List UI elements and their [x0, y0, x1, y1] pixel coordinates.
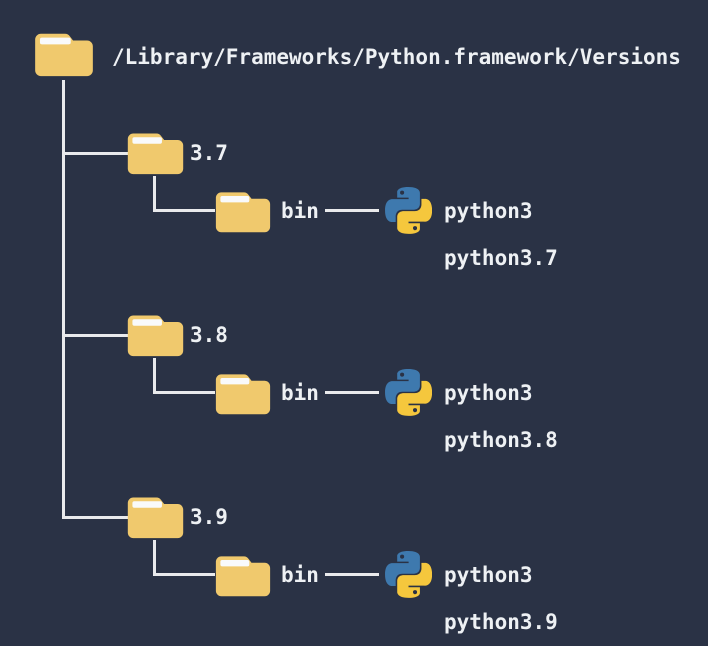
version-folder-icon: [127, 497, 184, 539]
version-block-3-7: 3.7 bin python3 python3.7: [0, 128, 708, 310]
executable-label: python3.8: [444, 428, 558, 452]
bin-label: bin: [281, 563, 319, 587]
version-block-3-8: 3.8 bin python3 python3.8: [0, 310, 708, 492]
executable-label: python3: [444, 381, 533, 405]
bin-label: bin: [281, 381, 319, 405]
version-label: 3.8: [190, 323, 228, 347]
executable-label: python3: [444, 199, 533, 223]
bin-folder-icon: [215, 556, 271, 597]
bin-label: bin: [281, 199, 319, 223]
bin-to-python-connector-line: [325, 209, 379, 212]
sub-branch-vertical-line: [153, 358, 156, 394]
python-logo-icon: [385, 187, 432, 234]
sub-branch-horizontal-line: [153, 573, 215, 576]
executable-label: python3.7: [444, 246, 558, 270]
executable-label: python3: [444, 563, 533, 587]
sub-branch-horizontal-line: [153, 209, 215, 212]
bin-to-python-connector-line: [325, 391, 379, 394]
root-folder-icon: [35, 33, 93, 77]
sub-branch-vertical-line: [153, 176, 156, 212]
python-logo-icon: [385, 369, 432, 416]
python-logo-icon: [385, 551, 432, 598]
bin-folder-icon: [215, 192, 271, 233]
branch-line: [62, 152, 128, 155]
sub-branch-vertical-line: [153, 540, 156, 576]
version-label: 3.9: [190, 505, 228, 529]
version-folder-icon: [127, 315, 184, 357]
version-label: 3.7: [190, 141, 228, 165]
version-folder-icon: [127, 133, 184, 175]
branch-line: [62, 516, 128, 519]
version-block-3-9: 3.9 bin python3 python3.9: [0, 492, 708, 646]
sub-branch-horizontal-line: [153, 391, 215, 394]
bin-folder-icon: [215, 374, 271, 415]
branch-line: [62, 334, 128, 337]
root-path-label: /Library/Frameworks/Python.framework/Ver…: [112, 45, 681, 69]
tree-trunk-line: [62, 80, 65, 519]
bin-to-python-connector-line: [325, 573, 379, 576]
executable-label: python3.9: [444, 610, 558, 634]
